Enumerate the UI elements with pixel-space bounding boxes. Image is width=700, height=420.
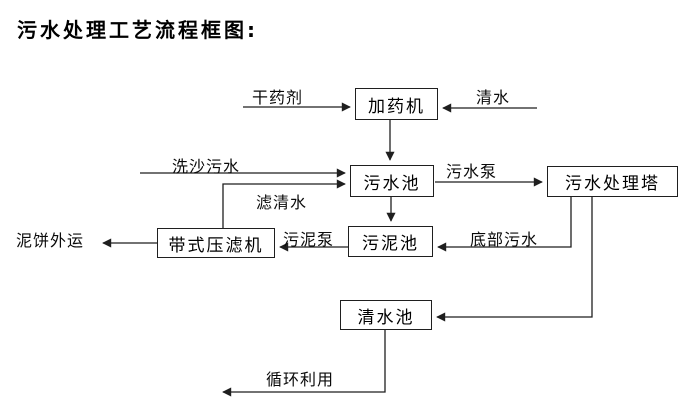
edge-label-sewage-pump: 污水泵	[446, 162, 498, 181]
node-sewage-pool: 污水池	[350, 165, 434, 197]
node-treatment-tower: 污水处理塔	[547, 166, 678, 197]
node-clear-water-pool: 清水池	[340, 300, 432, 330]
edge-label-clear-water: 清水	[476, 88, 511, 107]
node-dosing-machine: 加药机	[355, 88, 438, 120]
edge-label-mud-cake-outbound: 泥饼外运	[16, 231, 85, 250]
edge-label-filtered-water: 滤清水	[256, 193, 308, 212]
arrow-tower-to-clear-water-pool	[436, 197, 593, 322]
edge-label-dry-agent: 干药剂	[252, 88, 304, 107]
node-belt-filter-press: 带式压滤机	[157, 228, 275, 258]
arrow-clear-water-pool-to-recycle	[222, 330, 386, 397]
edge-label-sand-washing-sewage: 洗沙污水	[172, 157, 241, 176]
edge-label-recycle-use: 循环利用	[266, 370, 335, 389]
diagram-title: 污水处理工艺流程框图:	[17, 18, 258, 42]
arrow-bottom-sewage-to-sludge-pool	[437, 197, 572, 252]
edge-label-sludge-pump: 污泥泵	[283, 230, 335, 249]
node-sludge-pool: 污泥池	[348, 226, 433, 257]
edge-label-bottom-sewage: 底部污水	[470, 230, 539, 249]
arrow-filtered-water-to-sewage-pool	[222, 179, 346, 228]
